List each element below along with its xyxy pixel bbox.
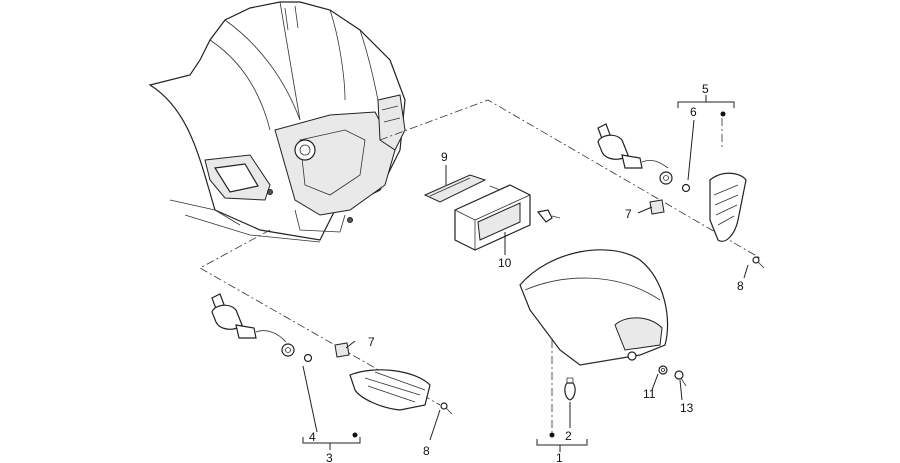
callout-11: 11 bbox=[643, 387, 656, 401]
callout-4: 4 bbox=[309, 430, 316, 444]
callout-dot bbox=[549, 432, 555, 438]
left-turn-signal bbox=[211, 293, 453, 415]
guide-lines bbox=[199, 99, 761, 432]
callout-8-left: 8 bbox=[423, 444, 430, 458]
callout-9: 9 bbox=[441, 150, 448, 164]
part-10-license-housing bbox=[454, 184, 561, 251]
callout-10: 10 bbox=[498, 256, 512, 270]
callout-1: 1 bbox=[556, 451, 563, 463]
right-turn-signal bbox=[597, 123, 765, 269]
part-11-washer bbox=[658, 365, 668, 375]
callout-dot bbox=[352, 432, 358, 438]
part-9-reflector bbox=[423, 174, 487, 203]
callout-7-right: 7 bbox=[625, 207, 632, 221]
callout-13: 13 bbox=[680, 401, 694, 415]
part-13-screw bbox=[674, 370, 687, 387]
callout-7-left: 7 bbox=[368, 335, 375, 349]
callout-labels: 9 10 5 6 7 8 7 4 3 8 2 1 11 13 bbox=[309, 82, 744, 463]
leader-lines bbox=[302, 95, 749, 452]
callout-dot bbox=[720, 111, 726, 117]
part-2-bulb bbox=[564, 377, 576, 401]
part-1-taillight bbox=[519, 249, 669, 366]
callout-2: 2 bbox=[565, 429, 572, 443]
scooter-front-body bbox=[148, 1, 406, 243]
callout-3: 3 bbox=[326, 451, 333, 463]
callout-6: 6 bbox=[690, 105, 697, 119]
callout-5: 5 bbox=[702, 82, 709, 96]
callout-8-right: 8 bbox=[737, 279, 744, 293]
